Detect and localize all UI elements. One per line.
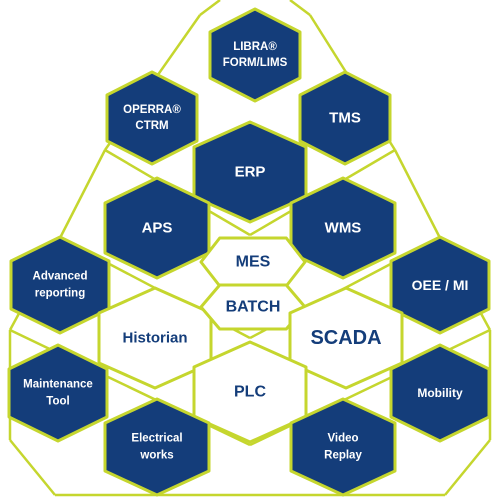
hexagon-shape (288, 286, 404, 390)
connector-line (444, 439, 491, 496)
hexagon-label: Historian (122, 330, 187, 347)
hexagon-shape (103, 176, 211, 280)
hexagon-label: Replay (324, 450, 362, 462)
hexagon-label: Tool (46, 396, 69, 408)
hexagon-plc: PLC (192, 340, 308, 444)
hexagon-label: OPERRA® (123, 104, 181, 116)
hexagon-label: MES (236, 254, 271, 271)
hexagon-label: Maintenance (23, 379, 93, 391)
hexagon-label: SCADA (310, 327, 381, 349)
hexagon-label: Advanced (33, 271, 88, 283)
hexagon-label: LIBRA® (233, 41, 277, 53)
hexagon-operra: OPERRA® CTRM (105, 70, 199, 166)
hexagon-label: PLC (234, 384, 266, 401)
hexagon-shape (389, 343, 491, 443)
connector-line (58, 149, 107, 239)
hexagon-historian: Historian (97, 286, 213, 390)
hexagon-scada: SCADA (288, 286, 404, 390)
hexagon-label: CTRM (135, 120, 168, 132)
connector-line (289, 0, 311, 16)
hexagon-advanced-reporting: Advanced reporting (9, 235, 111, 335)
hexagon-label: Video (327, 433, 358, 445)
hexagon-label: reporting (35, 288, 85, 300)
hexagon-label: BATCH (226, 299, 281, 316)
hexagon-tms: TMS (298, 70, 392, 166)
hexagon-shape (105, 70, 199, 166)
hexagon-erp: ERP (192, 120, 308, 224)
hexagon-oee-mi: OEE / MI (389, 235, 491, 335)
hexagon-shape (389, 235, 491, 335)
hexagon-shape (289, 397, 397, 497)
connector-line (199, 0, 221, 16)
hexagon-label: works (139, 450, 173, 462)
hexagon-label: Mobility (417, 386, 463, 400)
connector-line (9, 439, 56, 496)
hexagon-shape (9, 235, 111, 335)
hexagon-shape (192, 340, 308, 444)
hexagon-mes: MES (199, 236, 307, 288)
hexagon-wms: WMS (289, 176, 397, 280)
hexagon-electrical-works: Electrical works (103, 397, 211, 497)
hexagon-shape (208, 7, 302, 103)
hexagon-label: OEE / MI (412, 277, 469, 293)
hexagon-shape (298, 70, 392, 166)
hexagon-shape (192, 120, 308, 224)
hexagon-label: APS (142, 220, 173, 237)
hexagon-aps: APS (103, 176, 211, 280)
hexagon-label: ERP (235, 164, 266, 181)
hexagon-libra: LIBRA® FORM/LIMS (208, 7, 302, 103)
hexagon-shape (7, 343, 109, 443)
hexagon-label: WMS (325, 220, 362, 237)
hexagon-shape (103, 397, 211, 497)
hexagon-label: Electrical (131, 433, 182, 445)
hexagon-mobility: Mobility (389, 343, 491, 443)
hexagon-group: LIBRA® FORM/LIMS OPERRA® CTRM TMS ERP APS WMS Ad… (7, 7, 491, 497)
hexagon-shape (289, 176, 397, 280)
hexagon-label: FORM/LIMS (223, 57, 288, 69)
hexagon-label: TMS (329, 110, 361, 127)
connector-line (393, 149, 442, 239)
